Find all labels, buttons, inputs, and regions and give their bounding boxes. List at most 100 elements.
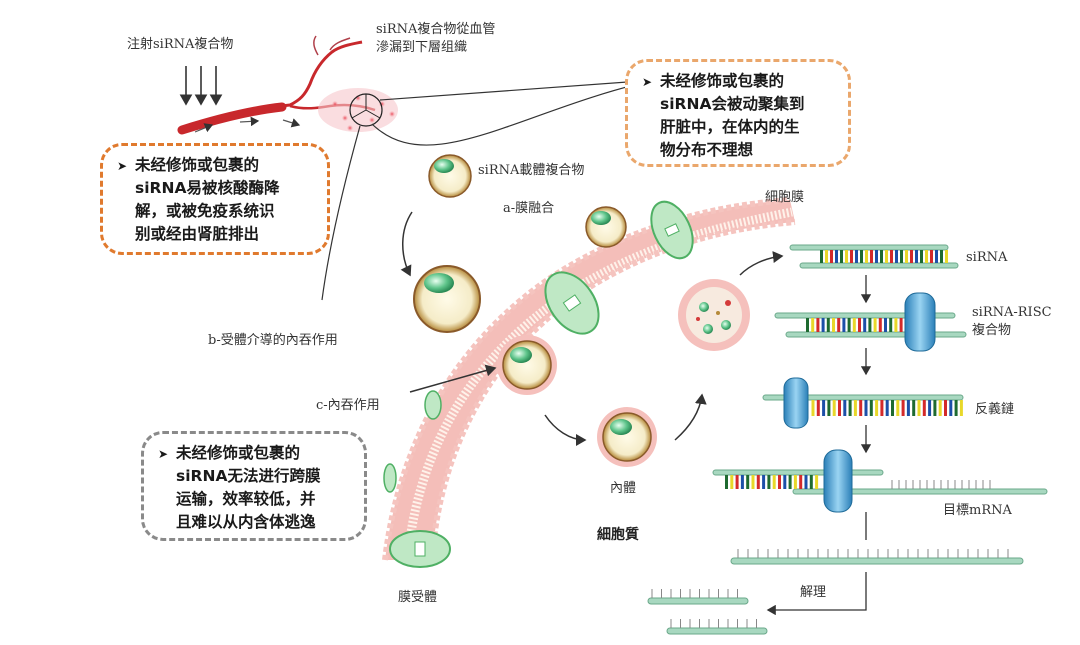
rnai-pathway	[647, 244, 1048, 635]
base-pair	[912, 400, 916, 416]
base-pair	[928, 400, 932, 416]
base-pair	[816, 400, 820, 416]
base-pair	[842, 318, 846, 332]
base-pair	[878, 318, 882, 332]
base-pair	[783, 475, 787, 489]
base-pair	[811, 318, 815, 332]
base-pair	[850, 250, 853, 263]
process-arrows	[400, 211, 784, 446]
base-pair	[944, 400, 947, 416]
base-pair	[880, 250, 883, 263]
base-pair	[816, 318, 820, 332]
base-pair	[845, 250, 848, 263]
callout-line: siRNA易被核酸酶降	[135, 179, 280, 197]
base-pair	[885, 250, 888, 263]
base-pair	[772, 475, 776, 489]
base-pair	[809, 475, 813, 489]
base-pair	[827, 400, 831, 416]
base-pair	[830, 250, 833, 263]
target-mrna-binding	[712, 449, 1048, 513]
base-pair	[767, 475, 771, 489]
base-pair	[922, 400, 926, 416]
base-pair	[853, 400, 857, 416]
base-pair	[725, 475, 728, 489]
base-pair	[804, 475, 808, 489]
callout-line: 物分布不理想	[660, 141, 754, 159]
base-pair	[880, 400, 884, 416]
base-pair	[869, 400, 873, 416]
base-pair	[826, 318, 830, 332]
membrane-receptors	[383, 200, 694, 568]
bullet-arrow-icon: ➤	[642, 75, 653, 89]
base-pair	[835, 250, 838, 263]
label-cell-membrane: 細胞膜	[765, 190, 805, 205]
label-inject: 注射siRNA複合物	[127, 37, 234, 52]
base-pair	[875, 400, 879, 416]
base-pair	[820, 250, 823, 263]
base-pair	[837, 318, 841, 332]
label-membrane-receptor: 膜受體	[398, 590, 438, 605]
base-pair	[891, 400, 894, 416]
base-pair	[778, 475, 781, 489]
callout-line: siRNA会被动聚集到	[660, 95, 805, 113]
base-pair	[806, 318, 809, 332]
zoom-lines	[321, 79, 656, 301]
base-pair	[859, 400, 863, 416]
cell-membrane-band	[382, 197, 796, 561]
base-pair	[863, 318, 867, 332]
base-pair	[900, 250, 903, 263]
base-pair	[811, 400, 815, 416]
base-pair	[905, 250, 908, 263]
base-pair	[730, 475, 734, 489]
base-pair	[858, 318, 861, 332]
base-pair	[959, 400, 963, 416]
injection-arrows	[179, 66, 223, 106]
base-pair	[917, 400, 921, 416]
label-leak-line1: siRNA複合物從血管	[376, 22, 496, 37]
base-pair	[940, 250, 943, 263]
base-pair	[840, 250, 843, 263]
cleaved-mrna	[730, 549, 1024, 565]
label-risc-line2: 複合物	[972, 323, 1012, 338]
callout-line: 未经修饰或包裹的	[660, 72, 785, 90]
base-pair	[860, 250, 863, 263]
base-pair	[954, 400, 958, 416]
base-pair	[938, 400, 942, 416]
callout-line: 别或经由肾脏排出	[135, 225, 260, 243]
base-pair	[949, 400, 953, 416]
callout-line: 运输，效率较低，并	[176, 490, 316, 508]
callout-line: 肝脏中，在体内的生	[660, 118, 800, 136]
callout-line: 未经修饰或包裹的	[135, 156, 260, 174]
antisense-strand	[762, 377, 964, 429]
base-pair	[899, 318, 903, 332]
base-pair	[740, 475, 744, 489]
base-pair	[935, 250, 938, 263]
base-pair	[746, 475, 750, 489]
label-risc-line1: siRNA-RISC	[972, 305, 1052, 320]
callout-line: 且难以从内含体逃逸	[176, 513, 316, 531]
base-pair	[751, 475, 755, 489]
base-pair	[825, 250, 828, 263]
label-target-mrna: 目標mRNA	[943, 503, 1012, 518]
label-receptor-endocytosis: b-受體介導的內吞作用	[208, 333, 338, 348]
base-pair	[945, 250, 948, 263]
base-pair	[762, 475, 766, 489]
bullet-arrow-icon: ➤	[158, 447, 169, 461]
callout-membrane-transport: ➤ 未经修饰或包裹的 siRNA无法进行跨膜 运输，效率较低，并 且难以从内含体…	[141, 431, 367, 541]
base-pair	[793, 475, 797, 489]
label-degradation: 解理	[800, 585, 827, 600]
base-pair	[870, 250, 873, 263]
base-pair	[756, 475, 760, 489]
base-pair	[865, 250, 868, 263]
sirna-risc-complex	[774, 292, 967, 352]
base-pair	[933, 400, 937, 416]
callout-line: siRNA无法进行跨膜	[176, 467, 321, 485]
leaked-tissue	[318, 88, 398, 132]
label-cytoplasm: 細胞質	[597, 527, 639, 543]
base-pair	[890, 250, 893, 263]
base-pair	[847, 318, 851, 332]
base-pair	[864, 400, 868, 416]
base-pair	[852, 318, 856, 332]
bullet-arrow-icon: ➤	[117, 159, 128, 173]
